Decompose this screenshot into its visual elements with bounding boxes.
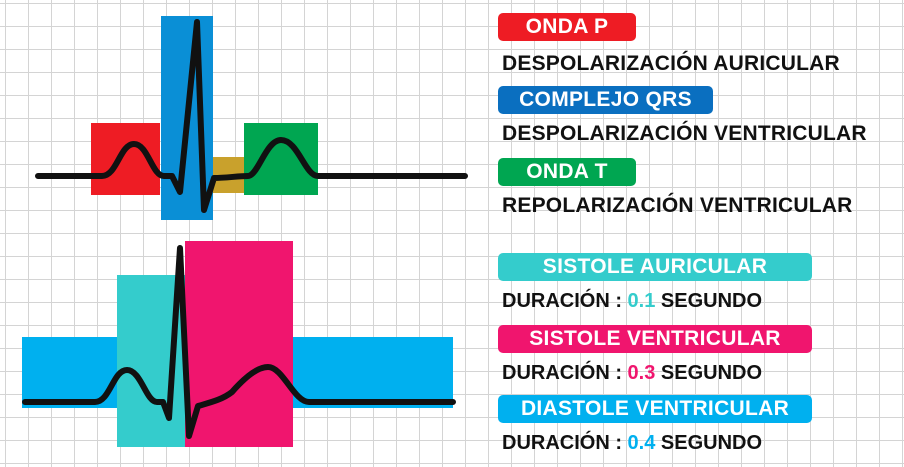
diastole-region-right xyxy=(293,337,453,408)
badge-sistole-ventricular: SISTOLE VENTRICULAR xyxy=(498,325,812,353)
duracion-value: 0.4 xyxy=(627,432,656,454)
desc-onda-t: REPOLARIZACIÓN VENTRICULAR xyxy=(502,194,853,217)
badge-diastole-ventricular: DIASTOLE VENTRICULAR xyxy=(498,395,812,423)
badge-onda-t: ONDA T xyxy=(498,158,636,186)
desc-onda-p: DESPOLARIZACIÓN AURICULAR xyxy=(502,52,840,75)
duracion-sistole-ventricular: DURACIÓN : 0.3 SEGUNDO xyxy=(502,362,763,384)
duracion-value: 0.3 xyxy=(627,362,656,384)
duracion-sistole-auricular: DURACIÓN : 0.1 SEGUNDO xyxy=(502,290,763,312)
ecg-trace-top xyxy=(35,19,468,213)
badge-onda-p: ONDA P xyxy=(498,13,636,41)
onda-t-region xyxy=(244,123,318,195)
ecg-trace-bottom xyxy=(22,245,456,439)
badge-sistole-auricular: SISTOLE AURICULAR xyxy=(498,253,812,281)
sistole-ventricular-region xyxy=(185,241,293,447)
duracion-diastole-ventricular: DURACIÓN : 0.4 SEGUNDO xyxy=(502,432,763,454)
badge-complejo-qrs: COMPLEJO QRS xyxy=(498,86,713,114)
desc-complejo-qrs: DESPOLARIZACIÓN VENTRICULAR xyxy=(502,122,867,145)
duracion-value: 0.1 xyxy=(627,290,656,312)
